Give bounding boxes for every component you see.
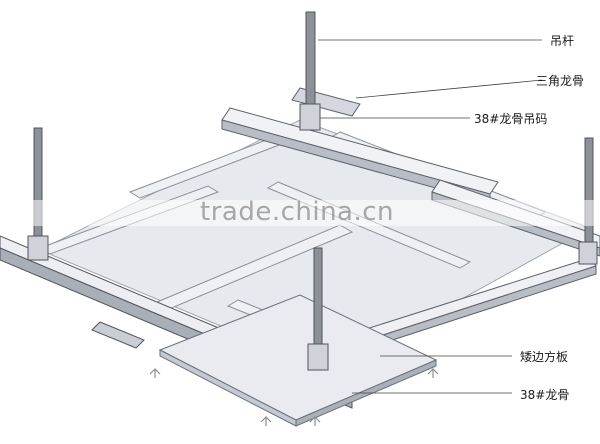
label-square-panel: 矮边方板 — [520, 350, 569, 364]
hanger-rod-center — [313, 247, 323, 349]
hanger-rod-right — [584, 137, 594, 247]
leader-triangle-keel — [355, 79, 543, 99]
label-triangle-keel: 三角龙骨 — [536, 74, 585, 88]
label-main-keel: 38#龙骨 — [520, 388, 570, 402]
label-keel-clip: 38#龙骨吊码 — [474, 112, 548, 126]
watermark-text: trade.china.cn — [200, 197, 395, 227]
keel-clips — [27, 103, 598, 371]
label-hanger-rod: 吊杆 — [550, 34, 575, 48]
up-arrow-icon — [309, 416, 321, 426]
up-arrow-icon — [149, 368, 161, 378]
hanger-rod-top — [305, 11, 316, 109]
up-arrow-icon — [427, 368, 439, 378]
up-arrow-icon — [260, 416, 272, 426]
watermark-band — [0, 200, 600, 226]
up-arrows — [149, 368, 439, 426]
leader-lines — [318, 39, 543, 394]
hanger-rods — [33, 11, 594, 349]
